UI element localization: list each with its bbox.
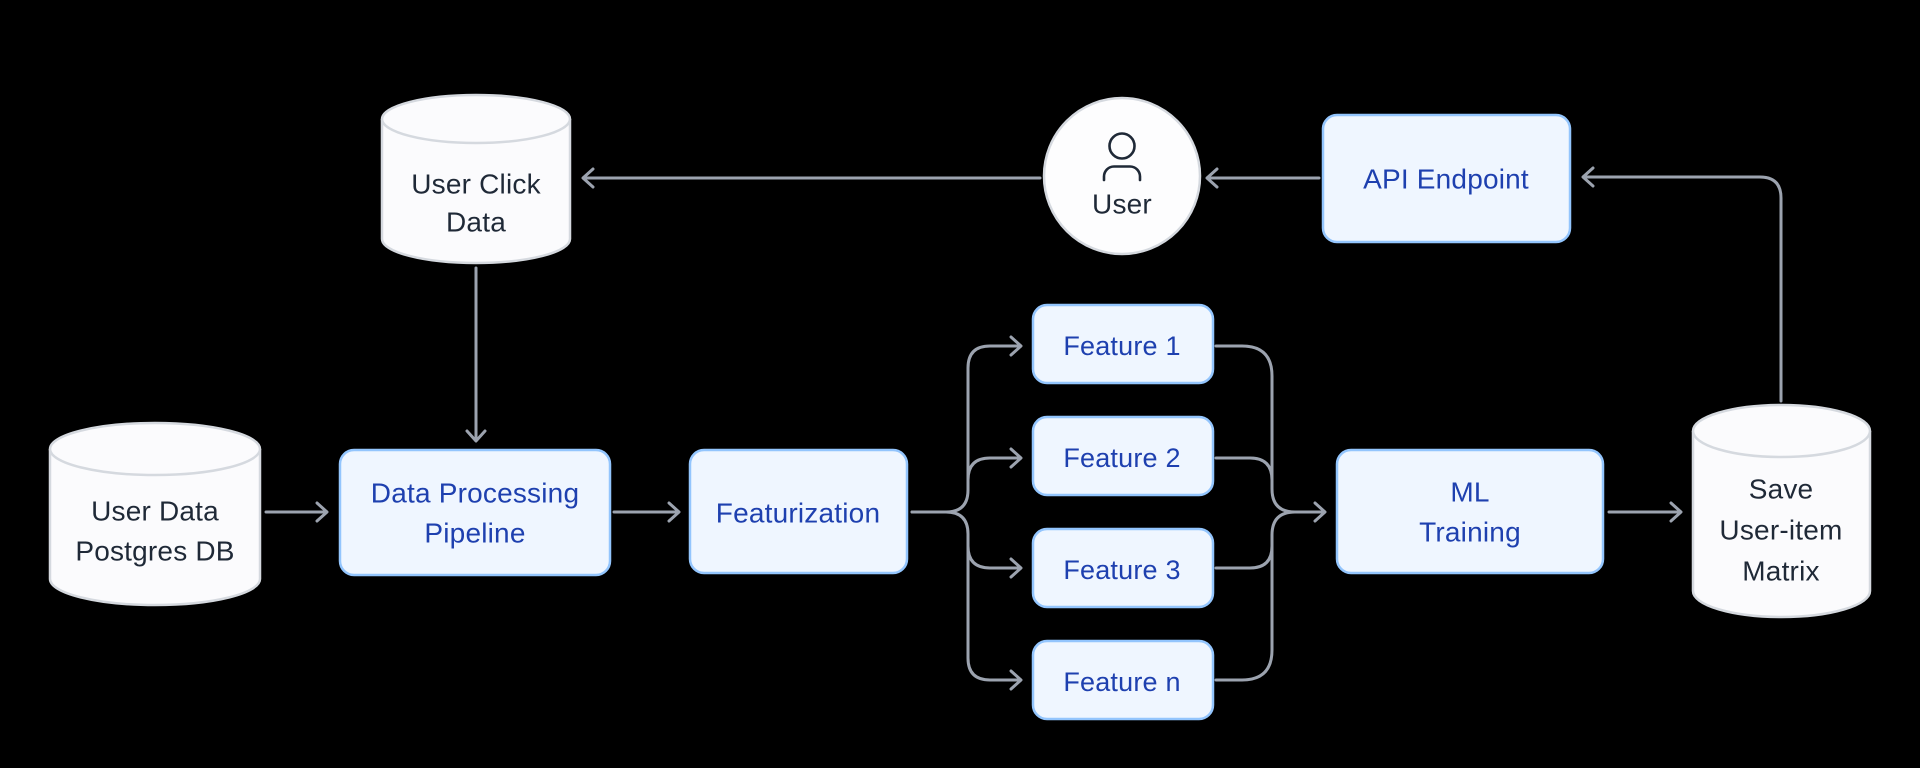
connector-feature-2-to-ml <box>1214 456 1274 482</box>
node-feature-2: Feature 2 <box>1031 415 1215 497</box>
node-data-processing-pipeline: Data Processing Pipeline <box>338 448 612 577</box>
pipeline-label-line1: Data Processing <box>371 478 579 509</box>
user-click-db-label-line2: Data <box>446 207 506 238</box>
node-featurization: Featurization <box>688 448 909 575</box>
arrow-featurization-to-feature-n <box>910 510 1023 691</box>
node-user-click-data-db: User Click Data <box>380 93 572 265</box>
featurization-label: Featurization <box>716 498 880 529</box>
arrow-save-matrix-to-api-endpoint <box>1581 166 1783 403</box>
node-user-data-postgres-db: User Data Postgres DB <box>48 421 262 607</box>
user-label: User <box>1092 189 1152 220</box>
database-cylinder-top <box>1691 403 1872 459</box>
database-cylinder-body <box>1691 431 1872 619</box>
feature-3-label: Feature 3 <box>1063 555 1180 585</box>
ml-training-label-line1: ML <box>1450 477 1489 508</box>
database-cylinder-top <box>48 421 262 477</box>
node-feature-n: Feature n <box>1031 639 1215 721</box>
node-feature-1: Feature 1 <box>1031 303 1215 385</box>
node-user: User <box>1042 96 1202 256</box>
connectors <box>264 166 1783 691</box>
user-circle <box>1042 96 1202 256</box>
node-feature-3: Feature 3 <box>1031 527 1215 609</box>
node-save-user-item-matrix: Save User-item Matrix <box>1691 403 1872 619</box>
postgres-db-label-line1: User Data <box>91 496 219 527</box>
node-api-endpoint: API Endpoint <box>1321 113 1572 244</box>
feature-1-label: Feature 1 <box>1063 331 1180 361</box>
connector-feature-n-to-ml <box>1214 510 1297 682</box>
arrow-featurization-to-feature-1 <box>910 335 1023 514</box>
ml-training-box <box>1335 448 1605 575</box>
save-matrix-label-line3: Matrix <box>1742 556 1819 587</box>
arrow-featurization-to-feature-2 <box>966 447 1023 482</box>
feature-2-box <box>1031 415 1215 497</box>
save-matrix-label-line2: User-item <box>1719 515 1842 546</box>
data-processing-pipeline-box <box>338 448 612 577</box>
feature-n-box <box>1031 639 1215 721</box>
database-cylinder-top <box>380 93 572 145</box>
postgres-db-label-line2: Postgres DB <box>75 536 234 567</box>
database-cylinder-body <box>380 119 572 265</box>
person-icon <box>1102 132 1142 182</box>
connector-feature-3-to-ml <box>1214 544 1274 570</box>
database-cylinder-body <box>48 449 262 607</box>
feature-n-label: Feature n <box>1063 667 1180 697</box>
pipeline-label-line2: Pipeline <box>424 518 525 549</box>
api-endpoint-box <box>1321 113 1572 244</box>
api-endpoint-label: API Endpoint <box>1363 164 1529 195</box>
connector-feature-1-to-ml <box>1214 344 1297 514</box>
feature-2-label: Feature 2 <box>1063 443 1180 473</box>
node-ml-training: ML Training <box>1335 448 1605 575</box>
user-click-db-label-line1: User Click <box>411 169 541 200</box>
feature-1-box <box>1031 303 1215 385</box>
ml-training-label-line2: Training <box>1419 517 1521 548</box>
featurization-box <box>688 448 909 575</box>
arrow-featurization-to-feature-3 <box>966 544 1023 579</box>
feature-3-box <box>1031 527 1215 609</box>
save-matrix-label-line1: Save <box>1749 474 1814 505</box>
